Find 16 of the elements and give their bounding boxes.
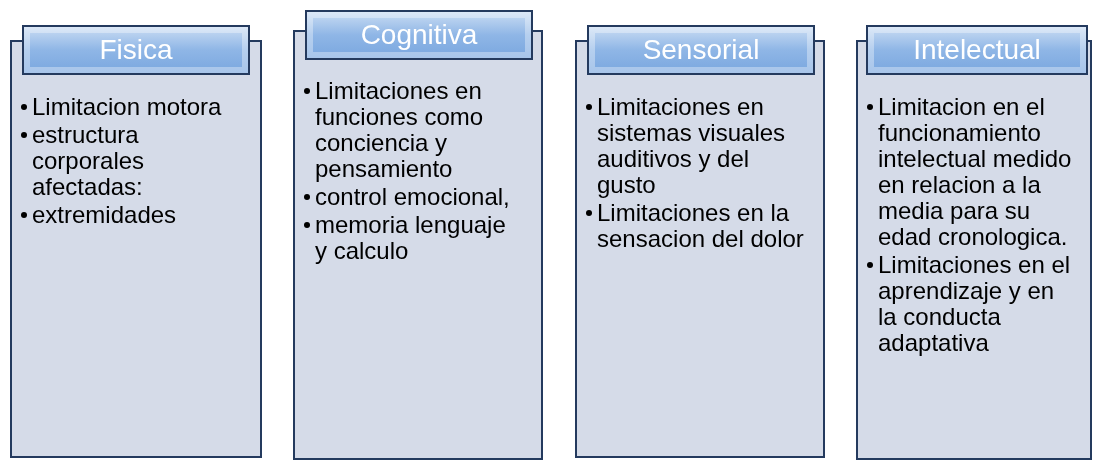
list-item-text: Limitaciones en la sensacion del dolor <box>597 199 804 252</box>
content-panel <box>575 40 825 458</box>
header-tab: Fisica <box>22 25 250 75</box>
list-item-text: extremidades <box>32 201 177 228</box>
content-panel <box>856 40 1092 460</box>
list-item-text: memoria lenguaje y calculo <box>315 211 506 264</box>
header-tab: Sensorial <box>587 25 815 75</box>
list-item-text: Limitacion en el funcionamiento intelectual medido en relacion a la media para su edad cronologica. <box>878 93 1072 250</box>
header-tab: Intelectual <box>866 25 1088 75</box>
list-item-text: Limitaciones en sistemas visuales auditivos y del gusto <box>597 93 786 198</box>
list-item-text: estructura corporales afectadas: <box>32 121 145 200</box>
header-tab: Cognitiva <box>305 10 533 60</box>
list-item-text: control emocional, <box>315 183 510 210</box>
list-item-text: Limitaciones en el aprendizaje y en la conducta adaptativa <box>878 251 1071 356</box>
list-item-text: Limitacion motora <box>32 93 222 120</box>
content-panel <box>10 40 262 458</box>
